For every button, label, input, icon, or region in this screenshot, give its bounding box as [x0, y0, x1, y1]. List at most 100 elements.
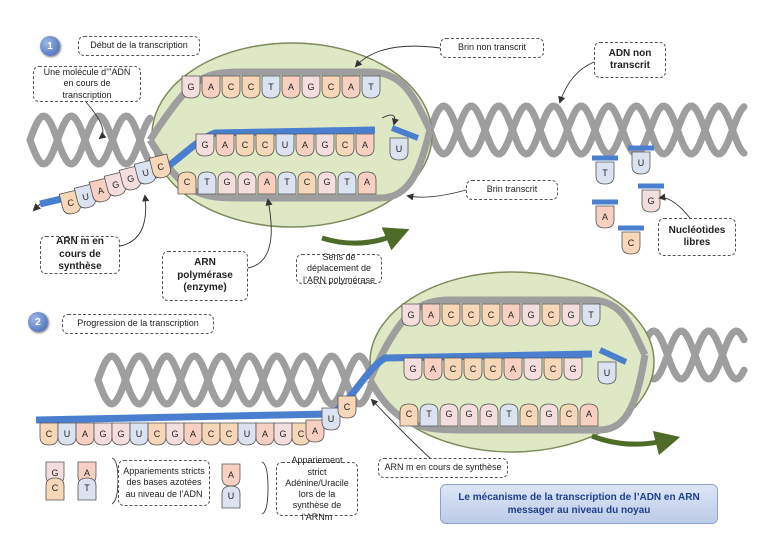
connector-mrna-2 — [370, 398, 431, 459]
step2-tail-base-13: G — [273, 422, 293, 446]
dna2-right-strand-a — [636, 327, 748, 383]
step2-bottom-base-3-shape — [459, 403, 479, 427]
step2-bottom-base-8: C — [559, 403, 579, 427]
step2-entering-base-letter: U — [604, 368, 611, 378]
bubble1-top-strand — [147, 68, 434, 142]
step1-bottom-base-3: G — [237, 171, 257, 195]
connector-polymerase — [247, 198, 273, 269]
step2-tail-base-17-letter: C — [344, 402, 351, 412]
step2-rna-base-2-letter: C — [450, 364, 457, 374]
step2-rna-base-1-letter: A — [430, 364, 436, 374]
step1-bottom-base-9-shape — [357, 171, 377, 195]
step1-tail-base-2-letter: A — [97, 185, 105, 196]
step2-bottom-base-5-shape — [499, 403, 519, 427]
step1-rna-base-5-letter: A — [302, 140, 308, 150]
step2-top-base-5-shape — [501, 303, 521, 327]
step1-rna-base-1-letter: A — [222, 140, 228, 150]
step2-entering-bar — [598, 347, 628, 365]
step2-rna-base-1-shape — [423, 357, 443, 381]
step2-bottom-base-8-shape — [559, 403, 579, 427]
legend-dna-pair-top-0-letter: G — [51, 468, 58, 478]
step2-bottom-base-2-letter: G — [445, 409, 452, 419]
step2-top-base-1-shape — [421, 303, 441, 327]
step1-rna-base-2-letter: C — [242, 140, 249, 150]
step1-bottom-base-8: T — [337, 171, 357, 195]
step2-rna-base-3-letter: C — [470, 364, 477, 374]
legend-rna-pair-top-letter: A — [228, 470, 234, 480]
step2-bottom-base-7: G — [539, 403, 559, 427]
step1-rna-base-5-shape — [295, 133, 315, 157]
step2-bottom-base-3: G — [459, 403, 479, 427]
legend-dna-pair-bottom-0: C — [45, 477, 65, 501]
step1-top-base-0-letter: G — [187, 82, 194, 92]
step2-top-base-1-letter: A — [428, 310, 434, 320]
step2-rna-base-7: C — [543, 357, 563, 381]
step2-tail-base-14-letter: C — [298, 429, 305, 439]
dna1-left-strand-b — [26, 112, 154, 168]
step2-tail-base-15: A — [305, 419, 325, 443]
step2-rna-base-7-letter: C — [550, 364, 557, 374]
free-nucleotide-3: A — [595, 205, 615, 229]
dna-pairs-label: Appariements stricts des bases azotées a… — [118, 460, 210, 506]
step2-rna-base-0-shape — [403, 357, 423, 381]
legend-dna-pair-bottom-1: T — [77, 477, 97, 501]
dna-molecule-label: Une molécule d’"ADN en cours de transcri… — [33, 66, 141, 102]
step2-bottom-base-9-shape — [579, 403, 599, 427]
free-nucleotide-2-shape — [641, 189, 661, 213]
free-nucleotide-0: T — [595, 161, 615, 185]
step1-bottom-base-4-shape — [257, 171, 277, 195]
step2-top-base-0: G — [401, 303, 421, 327]
step1-top-base-8: A — [341, 75, 361, 99]
step1-top-base-0: G — [181, 75, 201, 99]
step2-rna-base-6: G — [523, 357, 543, 381]
step2-bottom-base-9-letter: A — [586, 409, 592, 419]
step2-top-base-3-shape — [461, 303, 481, 327]
legend-rna-pair-bottom-shape — [221, 485, 241, 509]
free-nucleotide-4-shape — [621, 231, 641, 255]
legend-rna-pair-top: A — [221, 463, 241, 487]
step1-top-base-1: A — [201, 75, 221, 99]
step1-rna-base-6-letter: G — [321, 140, 328, 150]
step2-tail-base-3-letter: G — [99, 429, 106, 439]
step1-entering-base-shape — [389, 137, 409, 161]
step1-top-base-9-letter: T — [368, 82, 374, 92]
step1-rna-base-2-shape — [235, 133, 255, 157]
step1-top-base-3-shape — [241, 75, 261, 99]
step1-tail-base-6: C — [148, 153, 171, 179]
step2-rna-base-6-letter: G — [529, 364, 536, 374]
step1-top-base-7: C — [321, 75, 341, 99]
step2-tail-base-1-letter: U — [64, 429, 71, 439]
step1-rna-base-3-letter: C — [262, 140, 269, 150]
step2-tail-base-5-letter: U — [136, 429, 143, 439]
step1-rna-base-8: A — [355, 133, 375, 157]
free-nucleotide-3-letter: A — [602, 212, 608, 222]
free-nucleotide-0-shape — [595, 161, 615, 185]
step1-bottom-base-2-shape — [217, 171, 237, 195]
step1-rna-base-0-shape — [195, 133, 215, 157]
step-2-badge: 2 — [28, 312, 48, 332]
step2-rna-base-0-letter: G — [409, 364, 416, 374]
step2-rna-base-4-shape — [483, 357, 503, 381]
free-nucleotide-2: G — [641, 189, 661, 213]
step1-rna-base-5: A — [295, 133, 315, 157]
step2-tail-base-17-shape — [337, 395, 357, 419]
step1-tail-base-4-letter: G — [126, 173, 135, 184]
step2-rna-base-5: A — [503, 357, 523, 381]
step2-top-base-4: C — [481, 303, 501, 327]
step1-rna-base-8-letter: A — [362, 140, 368, 150]
step1-top-base-8-letter: A — [348, 82, 354, 92]
step2-bottom-base-0-letter: C — [406, 409, 413, 419]
step2-bottom-base-2-shape — [439, 403, 459, 427]
step1-top-base-8-shape — [341, 75, 361, 99]
step1-bottom-base-9-letter: A — [364, 177, 370, 187]
step2-top-base-6-letter: G — [527, 310, 534, 320]
step2-bottom-base-4-shape — [479, 403, 499, 427]
step2-rna-base-0: G — [403, 357, 423, 381]
bubble2-bottom-strand — [366, 354, 649, 434]
template-strand-label: Brin transcrit — [466, 180, 558, 200]
step1-bottom-base-8-letter: T — [344, 177, 350, 187]
step1-bottom-base-4-letter: A — [264, 177, 270, 187]
bubble2-top-strand — [366, 296, 649, 382]
legend-rna-pair-bottom: U — [221, 485, 241, 509]
step1-bottom-base-6-letter: C — [304, 177, 311, 187]
